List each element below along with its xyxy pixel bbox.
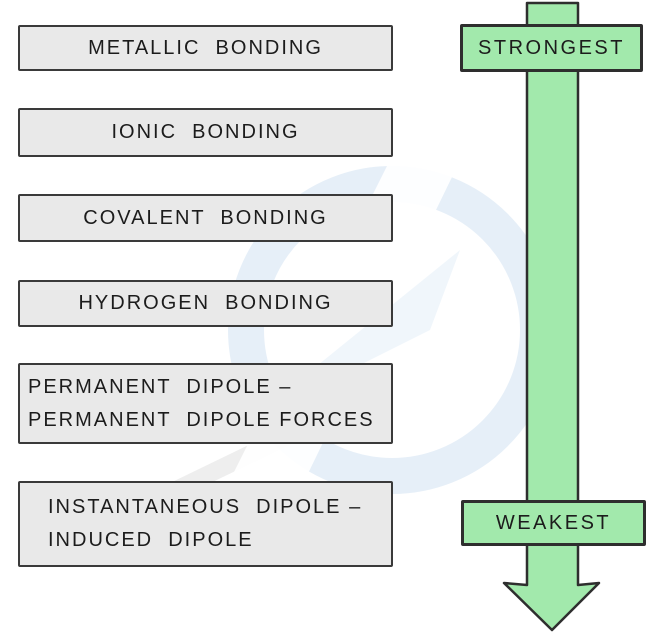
bond-box-covalent: COVALENT BONDING xyxy=(18,194,393,242)
bond-box-label: METALLIC BONDING xyxy=(88,36,323,59)
weakest-label: WEAKEST xyxy=(495,511,612,534)
bond-box-label-line1: PERMANENT DIPOLE – xyxy=(28,375,293,398)
strongest-label: STRONGEST xyxy=(478,36,625,59)
bond-box-label-line2: INDUCED DIPOLE xyxy=(48,529,254,551)
weakest-label-box: WEAKEST xyxy=(461,500,646,546)
bond-box-label: HYDROGEN BONDING xyxy=(78,292,333,314)
bond-box-label: IONIC BONDING xyxy=(111,121,300,143)
bond-box-label-line1: INSTANTANEOUS DIPOLE – xyxy=(48,496,363,518)
bond-box-instantaneous-dipole: INSTANTANEOUS DIPOLE – INDUCED DIPOLE xyxy=(18,481,393,567)
bond-box-label-line2: PERMANENT DIPOLE FORCES xyxy=(28,408,375,431)
bond-box-metallic: METALLIC BONDING xyxy=(18,25,393,71)
bond-box-hydrogen: HYDROGEN BONDING xyxy=(18,280,393,327)
bond-box-ionic: IONIC BONDING xyxy=(18,108,393,157)
bond-box-permanent-dipole: PERMANENT DIPOLE – PERMANENT DIPOLE FORC… xyxy=(18,363,393,444)
bond-box-label: COVALENT BONDING xyxy=(83,206,328,229)
strongest-label-box: STRONGEST xyxy=(460,24,643,72)
